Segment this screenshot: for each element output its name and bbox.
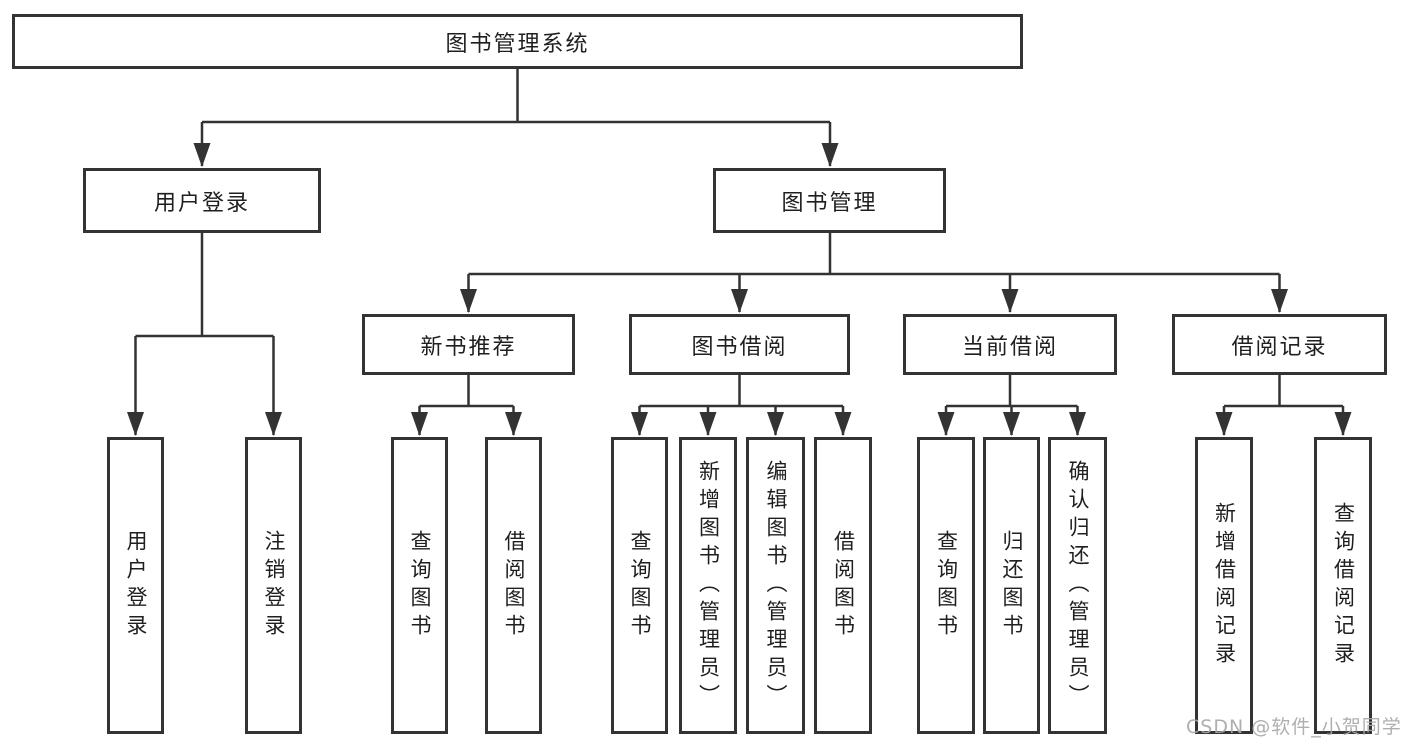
node-leaf-query-book-2: 查询图书 xyxy=(611,437,668,734)
node-current-borrow: 当前借阅 xyxy=(903,314,1117,375)
node-user-login: 用户登录 xyxy=(83,168,321,233)
node-leaf-borrow-book-1: 借阅图书 xyxy=(485,437,542,734)
node-book-borrow: 图书借阅 xyxy=(629,314,850,375)
node-leaf-add-book: 新增图书（管理员） xyxy=(679,437,737,734)
node-leaf-query-book-3: 查询图书 xyxy=(917,437,975,734)
node-book-mgmt: 图书管理 xyxy=(713,168,946,233)
node-leaf-query-book-1: 查询图书 xyxy=(391,437,448,734)
node-borrow-record: 借阅记录 xyxy=(1172,314,1387,375)
node-leaf-confirm-return: 确认归还（管理员） xyxy=(1048,437,1107,734)
node-leaf-edit-book: 编辑图书（管理员） xyxy=(746,437,805,734)
node-root: 图书管理系统 xyxy=(12,14,1023,69)
node-leaf-add-record: 新增借阅记录 xyxy=(1195,437,1253,734)
node-leaf-logout: 注销登录 xyxy=(245,437,302,734)
node-new-book-rec: 新书推荐 xyxy=(362,314,575,375)
node-leaf-borrow-book-2: 借阅图书 xyxy=(814,437,872,734)
csdn-watermark: CSDN @软件_小贺同学 xyxy=(1186,716,1402,738)
node-leaf-query-record: 查询借阅记录 xyxy=(1314,437,1372,734)
node-leaf-return-book: 归还图书 xyxy=(983,437,1040,734)
node-leaf-user-login: 用户登录 xyxy=(107,437,164,734)
